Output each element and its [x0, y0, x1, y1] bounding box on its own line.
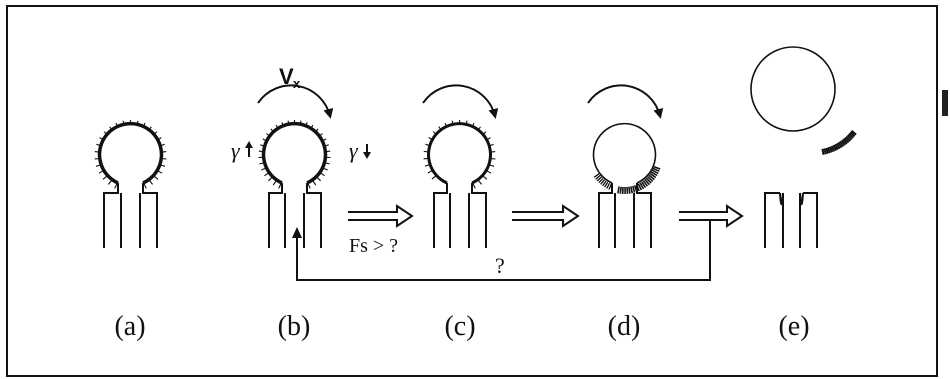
gamma-decrease-label: γ	[349, 138, 371, 163]
surfactant-hair	[822, 149, 823, 155]
surfactant-hair	[428, 171, 432, 173]
surfactant-hair	[325, 151, 330, 152]
surfactant-hair	[618, 187, 619, 194]
surfactant-hair	[424, 151, 429, 152]
panel-label-a: (a)	[114, 311, 145, 342]
surfactant-hair	[264, 173, 268, 176]
svg-text:γ: γ	[231, 138, 241, 163]
surfactant-hair	[279, 184, 281, 189]
panel-c-bubble	[424, 120, 496, 188]
surfactant-hair	[631, 186, 633, 193]
svg-text:γ: γ	[349, 138, 359, 163]
panel-label-e: (e)	[778, 311, 809, 342]
panel-a-bubble	[95, 120, 167, 188]
edge-mark	[942, 90, 948, 116]
surfactant-hair	[487, 171, 491, 173]
surfactant-hair	[629, 187, 630, 194]
panel-e-capillary	[765, 193, 817, 248]
gamma-increase-label: γ	[231, 138, 253, 163]
surfactant-hair	[473, 184, 475, 189]
surfactant-hair	[154, 176, 158, 179]
panel-d-rotation-arrow	[588, 85, 660, 116]
transition-arrow-cd	[512, 206, 578, 226]
panel-a-drawing	[95, 120, 167, 248]
surfactant-hair	[313, 181, 316, 185]
surfactant-hair	[144, 184, 146, 189]
transition-arrow-bc	[348, 206, 412, 226]
panel-d-bubble	[594, 124, 661, 194]
surfactant-hair	[268, 177, 272, 181]
surfactant-hair	[158, 171, 162, 173]
panel-b-capillary	[269, 183, 321, 248]
surfactant-hair	[150, 181, 153, 185]
surfactant-hair	[115, 184, 117, 189]
surfactant-hair	[308, 184, 310, 189]
surfactant-hair	[320, 173, 324, 176]
surfactant-hair	[273, 181, 276, 185]
panel-b-surfactant-hairs	[259, 120, 331, 188]
surfactant-hair	[95, 152, 100, 153]
surfactant-hair	[483, 176, 487, 179]
surfactant-hair	[490, 152, 495, 153]
panel-c-surfactant-hairs	[424, 120, 496, 188]
return-question-label: ?	[495, 253, 505, 278]
panel-e-drawing	[751, 47, 856, 248]
surfactant-hair	[161, 152, 166, 153]
surfactant-hair	[108, 181, 111, 185]
surfactant-hair	[103, 176, 107, 179]
panel-c-capillary	[434, 183, 486, 248]
surfactant-hair	[620, 187, 621, 194]
surfactant-hair	[99, 171, 103, 173]
panel-d-drawing	[588, 85, 660, 248]
svg-text:V: V	[279, 64, 294, 89]
force-condition-label: Fs > ?	[349, 235, 398, 257]
panel-c-rotation-arrow	[423, 85, 495, 116]
panel-a-surfactant-hairs	[95, 120, 167, 188]
detached-surfactant-patch	[822, 131, 856, 155]
surfactant-hair	[627, 187, 628, 194]
panel-a-capillary	[104, 183, 157, 248]
panel-b-bubble	[259, 120, 331, 188]
surfactant-hair	[259, 151, 264, 152]
surfactant-hair	[317, 177, 321, 181]
surfactant-hair	[479, 181, 482, 185]
panel-label-d: (d)	[608, 311, 641, 342]
velocity-label: V x	[279, 64, 301, 91]
surfactant-hair	[432, 176, 436, 179]
panel-label-b: (b)	[278, 311, 311, 342]
panel-label-c: (c)	[444, 311, 475, 342]
detached-bubble	[751, 47, 835, 131]
panel-c-drawing	[423, 85, 495, 248]
svg-text:x: x	[293, 76, 301, 91]
